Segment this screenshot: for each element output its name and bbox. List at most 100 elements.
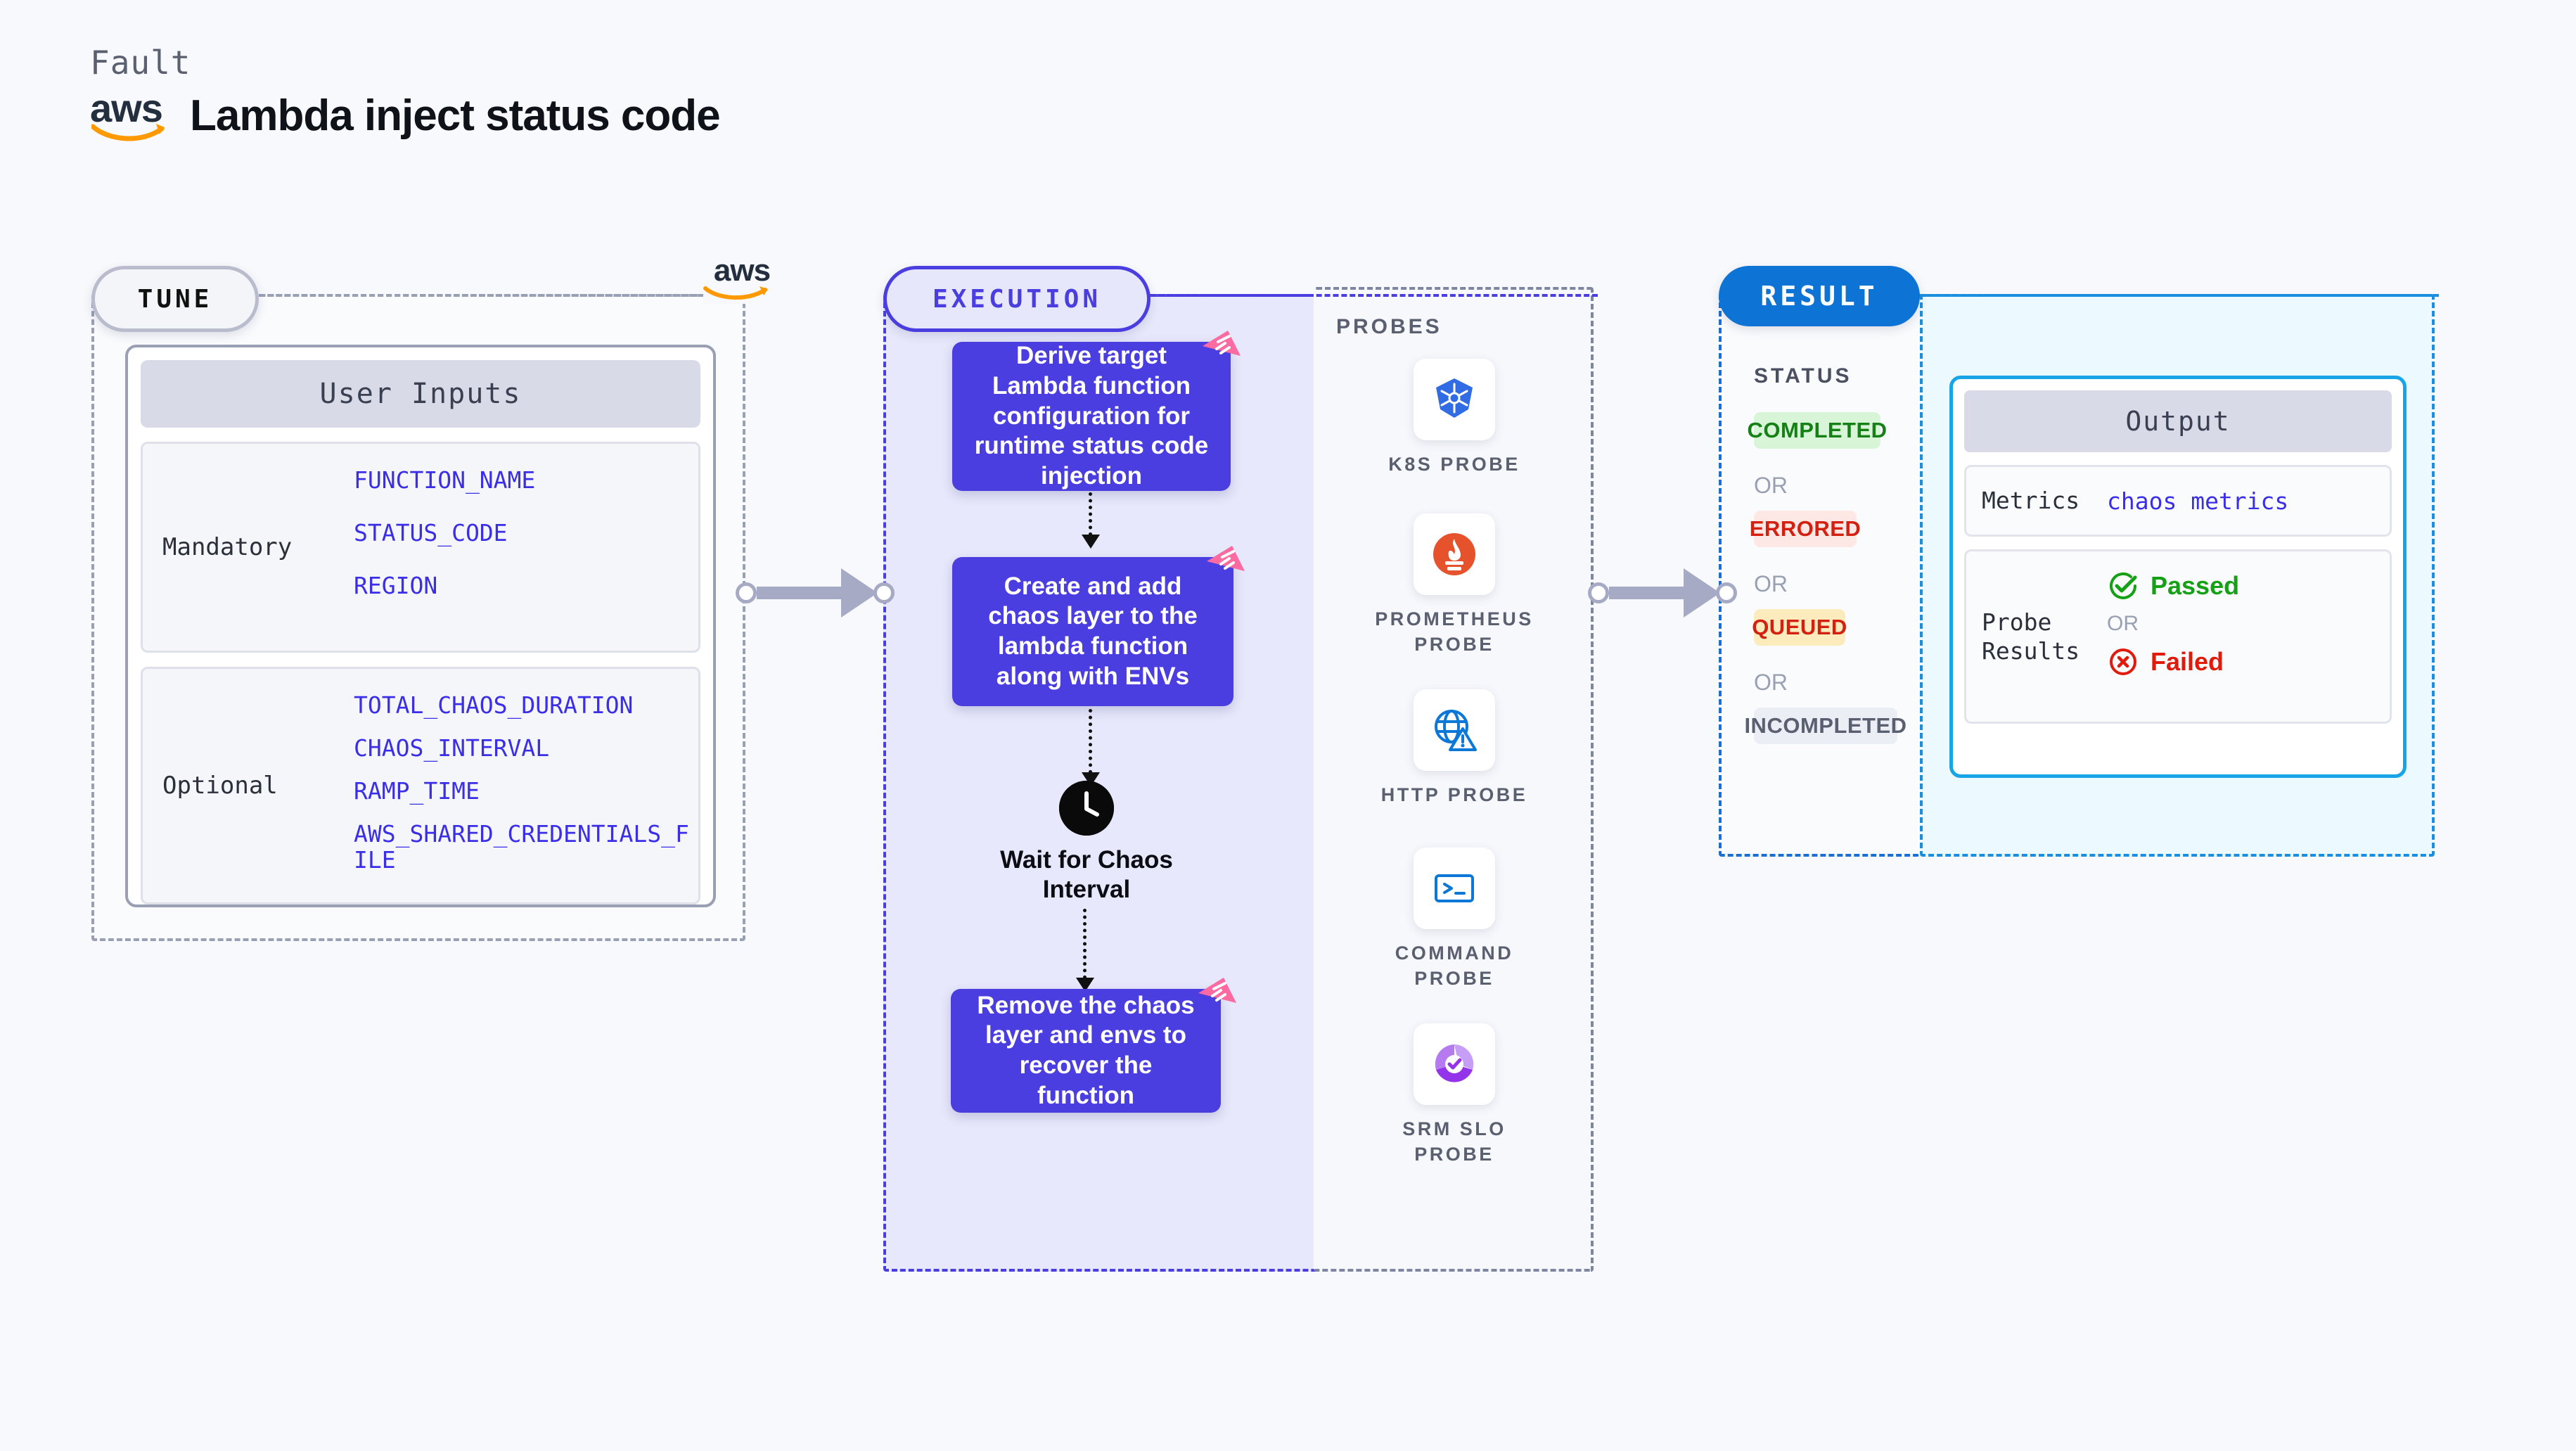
- optional-params-block: Optional TOTAL_CHAOS_DURATION CHAOS_INTE…: [141, 667, 700, 905]
- probe-prometheus[interactable]: PROMETHEUS PROBE: [1363, 513, 1546, 658]
- failed-label: Failed: [2151, 647, 2224, 676]
- status-badge-errored: ERRORED: [1750, 511, 1861, 547]
- optional-params-list: TOTAL_CHAOS_DURATION CHAOS_INTERVAL RAMP…: [354, 669, 698, 902]
- status-badge-queued: QUEUED: [1752, 609, 1847, 646]
- status-badge-completed: COMPLETED: [1747, 412, 1887, 449]
- param-total-chaos-duration: TOTAL_CHAOS_DURATION: [354, 691, 634, 719]
- execution-step-1: Derive target Lambda function configurat…: [952, 342, 1231, 491]
- aws-logo: aws: [90, 86, 173, 141]
- status-title: STATUS: [1754, 364, 1852, 388]
- tune-section-pill[interactable]: TUNE: [91, 266, 259, 332]
- flow-arrowhead-3: [1076, 978, 1094, 992]
- flow-arrow-1: [1089, 492, 1095, 536]
- mandatory-params-block: Mandatory FUNCTION_NAME STATUS_CODE REGI…: [141, 442, 700, 653]
- aws-wordmark: aws: [90, 86, 163, 130]
- mandatory-params-list: FUNCTION_NAME STATUS_CODE REGION: [354, 444, 698, 651]
- mandatory-label: Mandatory: [162, 533, 293, 561]
- probe-label: PROMETHEUS PROBE: [1375, 608, 1534, 656]
- connector-end-dot: [1716, 582, 1737, 603]
- probe-label: SRM SLO PROBE: [1402, 1118, 1506, 1165]
- metrics-label: Metrics: [1982, 487, 2080, 515]
- chaos-hub-badge-icon: [1198, 978, 1236, 1003]
- probe-tile: [1414, 848, 1495, 929]
- probe-tile: [1414, 1023, 1495, 1105]
- param-ramp-time: RAMP_TIME: [354, 776, 480, 805]
- page-title: Lambda inject status code: [190, 91, 721, 140]
- metrics-value: chaos metrics: [2107, 487, 2289, 515]
- aws-smile-icon: [91, 124, 165, 141]
- probe-label: K8S PROBE: [1388, 454, 1520, 475]
- connector-start-dot: [1588, 582, 1609, 603]
- terminal-icon: [1435, 874, 1474, 902]
- execution-step-2: Create and add chaos layer to the lambda…: [952, 557, 1233, 706]
- probe-results-label: Probe Results: [1982, 608, 2080, 665]
- wait-label: Wait for Chaos Interval: [1000, 846, 1173, 903]
- probe-srm-slo[interactable]: SRM SLO PROBE: [1363, 1023, 1546, 1168]
- status-or-1: OR: [1754, 473, 1788, 498]
- flow-arrow-3: [1083, 909, 1089, 979]
- connector-start-dot: [736, 582, 757, 603]
- fault-label: Fault: [90, 44, 191, 82]
- connector-arrowhead: [1684, 568, 1720, 618]
- kubernetes-icon: [1436, 378, 1473, 418]
- clock-icon: [1059, 781, 1114, 836]
- tune-dashed-connector: [250, 294, 715, 297]
- result-dashed-connector: [1917, 294, 2439, 297]
- probe-results-row: Probe Results Passed OR: [1964, 549, 2392, 724]
- probe-tile: [1414, 513, 1495, 595]
- probe-results-values: Passed OR Failed: [2107, 551, 2390, 722]
- connector-bar: [757, 587, 841, 599]
- flow-arrowhead-1: [1082, 535, 1100, 549]
- probe-http[interactable]: HTTP PROBE: [1363, 689, 1546, 807]
- status-or-2: OR: [1754, 571, 1788, 596]
- execution-dashed-connector: [1141, 294, 1598, 297]
- srm-slo-icon: [1435, 1044, 1474, 1082]
- aws-inline-wordmark: aws: [713, 253, 771, 288]
- probes-section-container: [1314, 287, 1594, 1272]
- output-title: Output: [1964, 390, 2392, 452]
- probe-result-or: OR: [2107, 612, 2139, 635]
- probe-label: HTTP PROBE: [1380, 784, 1528, 805]
- status-badge-incompleted: INCOMPLETED: [1744, 708, 1907, 744]
- chaos-hub-badge-icon: [1203, 331, 1241, 356]
- execution-step-4: Remove the chaos layer and envs to recov…: [951, 989, 1221, 1113]
- probe-result-failed: Failed: [2107, 646, 2390, 678]
- probe-tile: [1414, 359, 1495, 440]
- probe-label: COMMAND PROBE: [1395, 942, 1514, 990]
- passed-label: Passed: [2151, 571, 2240, 600]
- aws-inline-logo: aws: [703, 253, 781, 304]
- probe-command[interactable]: COMMAND PROBE: [1363, 848, 1546, 992]
- output-card: Output Metrics chaos metrics Probe Resul…: [1949, 376, 2407, 778]
- connector-arrowhead: [841, 568, 878, 618]
- execution-section-pill[interactable]: EXECUTION: [883, 266, 1151, 332]
- user-inputs-card: User Inputs Mandatory FUNCTION_NAME STAT…: [125, 345, 716, 907]
- execution-to-result-arrow: [1588, 568, 1737, 618]
- param-function-name: FUNCTION_NAME: [354, 466, 536, 494]
- connector-end-dot: [873, 582, 895, 603]
- tune-to-execution-arrow: [736, 568, 895, 618]
- flow-arrow-2: [1089, 709, 1095, 774]
- connector-bar: [1609, 587, 1684, 599]
- probe-k8s[interactable]: K8S PROBE: [1363, 359, 1546, 477]
- aws-inline-smile-icon: [703, 286, 768, 300]
- param-region: REGION: [354, 571, 438, 599]
- result-section-container: [1719, 294, 1920, 857]
- probe-tile: [1414, 689, 1495, 771]
- optional-label: Optional: [162, 772, 278, 800]
- wait-for-chaos-interval-node: Wait for Chaos Interval: [985, 781, 1188, 905]
- param-aws-shared-credentials-file: AWS_SHARED_CREDENTIALS_FILE: [354, 819, 689, 874]
- page-header: Fault aws Lambda inject status code: [90, 44, 721, 141]
- probes-title: PROBES: [1336, 315, 1442, 338]
- result-section-pill[interactable]: RESULT: [1719, 266, 1920, 326]
- user-inputs-title: User Inputs: [141, 360, 700, 428]
- http-globe-icon: [1435, 710, 1477, 751]
- prometheus-icon: [1433, 533, 1475, 575]
- chaos-hub-badge-icon: [1207, 546, 1245, 571]
- status-or-3: OR: [1754, 670, 1788, 695]
- probe-result-passed: Passed: [2107, 570, 2390, 602]
- check-circle-icon: [2107, 570, 2139, 602]
- param-chaos-interval: CHAOS_INTERVAL: [354, 734, 550, 762]
- metrics-row: Metrics chaos metrics: [1964, 465, 2392, 537]
- param-status-code: STATUS_CODE: [354, 518, 508, 546]
- x-circle-icon: [2107, 646, 2139, 678]
